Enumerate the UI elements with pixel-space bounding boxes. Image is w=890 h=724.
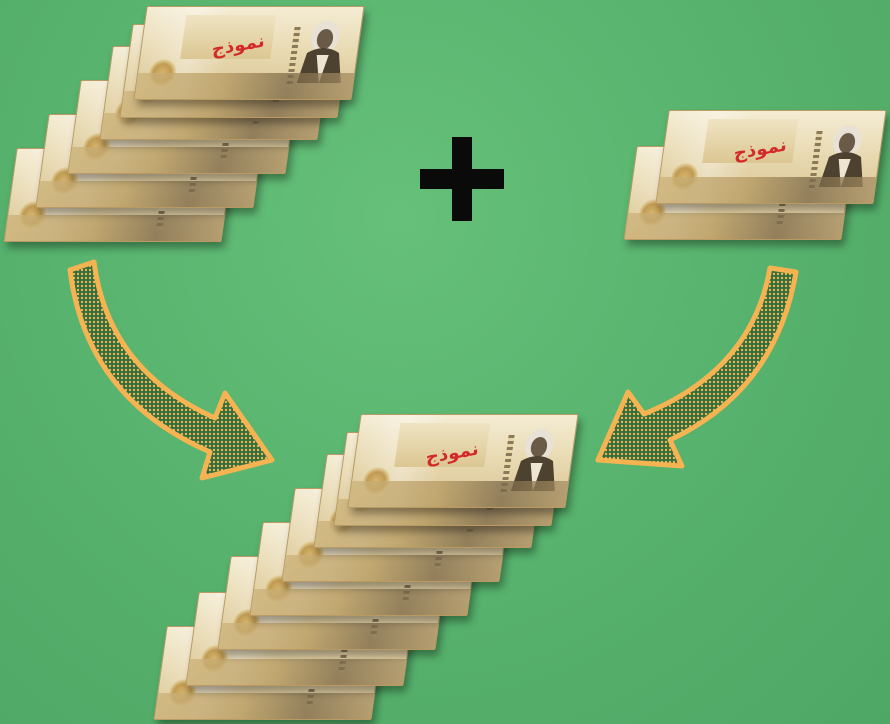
banknote: نموذج xyxy=(347,414,578,508)
banknote: نموذج xyxy=(133,6,364,100)
king-portrait-icon xyxy=(291,13,357,83)
banknote: نموذج xyxy=(655,110,886,204)
plus-icon xyxy=(420,137,504,221)
curved-arrow-down-right-icon xyxy=(70,262,272,478)
king-portrait-icon xyxy=(505,421,571,491)
king-portrait-icon xyxy=(813,117,879,187)
curved-arrow-down-left-icon xyxy=(598,268,796,466)
